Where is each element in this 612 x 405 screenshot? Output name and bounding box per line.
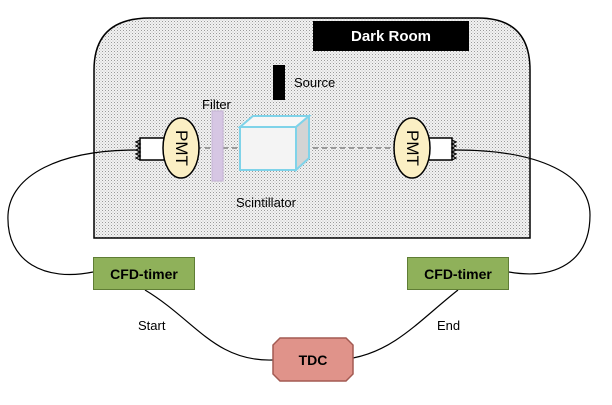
- cable-left-pmt-to-cfd: [7, 149, 137, 276]
- end-label: End: [437, 318, 461, 333]
- pmt-right-label: PMT: [403, 130, 422, 166]
- dark-room-label: Dark Room: [313, 21, 469, 51]
- pmt-right: [393, 117, 458, 179]
- cable-right-pmt-to-cfd: [455, 149, 591, 275]
- scintillator-cube: [237, 113, 312, 173]
- filter-label: Filter: [202, 97, 231, 112]
- cfd-timer-right: CFD-timer: [407, 257, 509, 290]
- cfd-timer-left: CFD-timer: [93, 257, 195, 290]
- source-label: Source: [294, 75, 336, 90]
- source-block: [273, 65, 285, 100]
- pmt-left: [134, 117, 200, 179]
- dark-room-enclosure: [93, 17, 531, 239]
- scintillator-label: Scintillator: [236, 195, 296, 210]
- cable-end: [352, 289, 459, 359]
- tdc-box: [272, 337, 354, 382]
- start-label: Start: [138, 318, 166, 333]
- tdc-label: TDC: [298, 351, 328, 368]
- filter-plate: [211, 110, 224, 182]
- cable-start: [144, 289, 274, 361]
- pmt-left-label: PMT: [172, 130, 191, 166]
